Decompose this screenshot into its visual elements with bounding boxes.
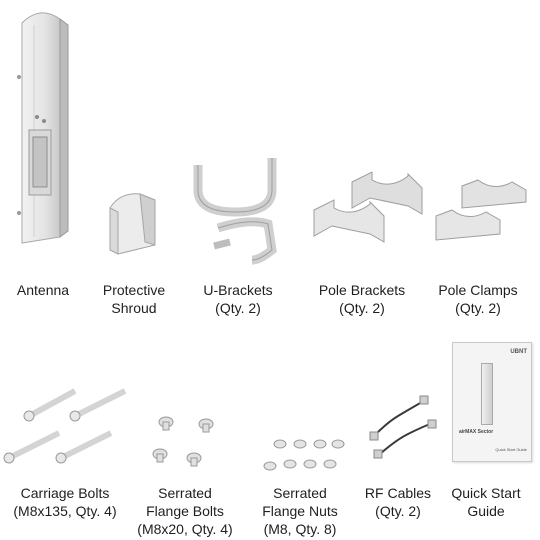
carriage-label-line: (M8x135, Qty. 4) [13,503,117,519]
carriage-bolts-illustration [3,388,127,464]
rfcables-label: RF Cables (Qty. 2) [365,484,431,520]
polebrackets-label-line: Pole Brackets [318,282,406,298]
ubrackets-label: U-Brackets (Qty. 2) [203,281,272,317]
guide-label-line: Quick Start [451,485,521,501]
flangebolts-label-line: Serrated [158,485,212,501]
poleclamps-label-line: (Qty. 2) [455,300,501,316]
rf-cables-illustration [369,395,437,459]
shroud-label-line: Shroud [111,300,157,316]
flangenuts-label-line: Serrated [273,485,327,501]
guide-product-name: airMAX Sector [459,429,494,435]
quick-start-guide-booklet: UBNT airMAX Sector Quick Start Guide [452,342,532,462]
polebrackets-label-line: (Qty. 2) [339,300,385,316]
shroud-label-line: Protective [102,282,166,298]
guide-footer: Quick Start Guide [495,447,527,452]
polebrackets-label: Pole Brackets (Qty. 2) [319,281,405,317]
flangenuts-label-line: (M8, Qty. 8) [263,521,337,537]
carriage-label-line: Carriage Bolts [20,485,110,501]
ubrackets-label-line: (Qty. 2) [215,300,261,316]
poleclamps-label-line: Pole Clamps [438,282,518,298]
antenna-illustration [17,12,69,244]
flangebolts-label-line: Flange Bolts [146,503,224,519]
antenna-label: Antenna [17,281,69,299]
flangebolts-label-line: (M8x20, Qty. 4) [137,521,233,537]
pole-clamps-illustration [435,179,527,241]
ubnt-logo: UBNT [510,349,527,355]
guide-antenna-image [481,363,493,425]
carriage-label: Carriage Bolts (M8x135, Qty. 4) [13,484,116,520]
u-brackets-illustration [193,158,277,265]
rfcables-label-line: (Qty. 2) [375,503,421,519]
rfcables-label-line: RF Cables [364,485,432,501]
ubrackets-label-line: U-Brackets [203,282,273,298]
flange-nuts-illustration [263,439,345,471]
poleclamps-label: Pole Clamps (Qty. 2) [438,281,517,317]
flange-bolts-illustration [152,416,214,467]
protective-shroud-illustration [109,193,156,255]
flangenuts-label-line: Flange Nuts [262,503,338,519]
pole-brackets-illustration [313,171,423,243]
antenna-label-line: Antenna [16,282,70,298]
guide-label-line: Guide [467,503,505,519]
